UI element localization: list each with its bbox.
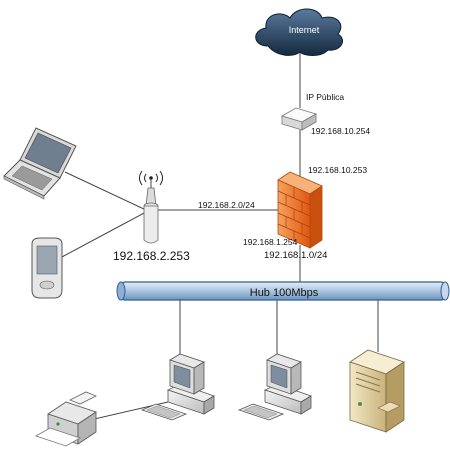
firewall-wan-ip-label: 192.168.10.253 bbox=[308, 165, 367, 175]
printer-icon bbox=[35, 391, 97, 447]
access-point-ip-label: 192.168.2.253 bbox=[113, 249, 190, 263]
connection-lines bbox=[59, 50, 379, 421]
desktop-icon bbox=[237, 353, 312, 421]
modem-icon bbox=[280, 107, 318, 131]
firewall-icon bbox=[277, 171, 323, 249]
firewall-lan-net-label: 192.168.1.0/24 bbox=[264, 250, 327, 261]
link-pda-ap bbox=[59, 211, 147, 259]
hub-icon bbox=[116, 281, 450, 301]
modem-public-ip-label: IP Pública bbox=[306, 92, 344, 102]
server-icon bbox=[349, 349, 405, 433]
modem-ip-label: 192.168.10.254 bbox=[311, 126, 370, 136]
desktop-icon bbox=[140, 353, 215, 421]
firewall-lan-ip-label: 192.168.1.254 bbox=[243, 237, 298, 247]
cloud-icon: Internet bbox=[255, 8, 343, 56]
firewall-dmz-net-label: 192.168.2.0/24 bbox=[198, 200, 255, 210]
cloud-label: Internet bbox=[289, 25, 320, 35]
antenna-icon bbox=[139, 170, 163, 244]
hub-label: Hub 100Mbps bbox=[250, 287, 319, 299]
laptop-icon bbox=[3, 127, 77, 200]
link-laptop-ap bbox=[64, 171, 147, 211]
pda-icon bbox=[31, 237, 63, 299]
